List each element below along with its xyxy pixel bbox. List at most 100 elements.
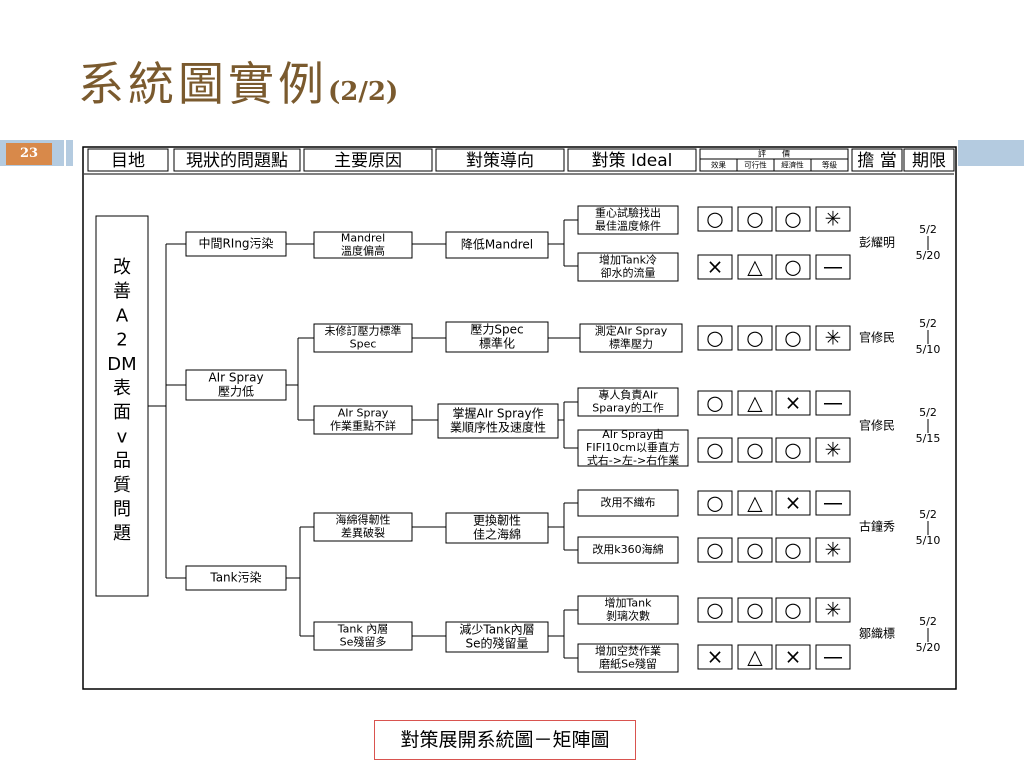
rating-mark: —	[823, 255, 843, 279]
rating-mark: ○	[784, 438, 801, 462]
deadline-start: 5/2	[919, 508, 937, 521]
cause-2-text: AIr Spray	[338, 407, 389, 420]
rating-cell	[815, 537, 851, 563]
cause-3-text: 差異破裂	[341, 526, 385, 540]
header-cause	[303, 148, 433, 172]
header-owner	[851, 148, 903, 172]
rating-cell	[737, 537, 773, 563]
rating-mark: ✳	[825, 598, 842, 622]
rating-cell	[737, 490, 773, 516]
direction-3-text: 佳之海綿	[473, 527, 521, 542]
rating-mark: ×	[785, 491, 802, 515]
cause-1-text: 未修訂壓力標準	[325, 324, 402, 338]
rating-mark: △	[747, 255, 763, 279]
rating-mark: ✳	[825, 438, 842, 462]
deadline-end: 5/20	[916, 641, 941, 654]
cause-3-text: 海綿得韌性	[336, 513, 391, 527]
goal-char: 面	[113, 402, 131, 423]
goal-char: 表	[113, 378, 131, 399]
deadline-end: 5/10	[916, 343, 941, 356]
ideal-3-text: Sparay的工作	[592, 401, 663, 415]
rating-cell	[775, 537, 811, 563]
direction-box	[445, 621, 549, 653]
header-direction	[435, 148, 565, 172]
rating-mark: —	[823, 645, 843, 669]
cause-box	[313, 512, 413, 542]
rating-cell	[775, 206, 811, 232]
direction-box	[445, 321, 549, 353]
deadline-start: 5/2	[919, 223, 937, 236]
problem-0-text: 中間RIng污染	[198, 236, 273, 251]
owner-name: 彭耀明	[859, 236, 895, 250]
problem-box	[185, 565, 287, 591]
rating-cell	[697, 325, 733, 351]
header-band-tick	[66, 140, 73, 166]
rating-mark: ○	[784, 207, 801, 231]
rating-mark: ○	[706, 207, 723, 231]
rating-cell	[737, 325, 773, 351]
rating-cell	[737, 644, 773, 670]
owner-name: 鄒織標	[859, 627, 895, 641]
ideal-7-text: 剝璃次數	[606, 609, 650, 623]
rating-mark: —	[823, 391, 843, 415]
goal-char: DM	[107, 354, 136, 375]
header-ideal-label: 對策 Ideal	[592, 151, 673, 171]
rating-mark: ×	[707, 645, 724, 669]
header-eval-sub-label: 等級	[822, 160, 837, 170]
owner-name: 官修民	[859, 330, 895, 345]
rating-mark: ○	[706, 438, 723, 462]
deadline-start: 5/2	[919, 615, 937, 628]
deadline-end: 5/20	[916, 249, 941, 262]
rating-cell	[775, 644, 811, 670]
rating-mark: ○	[784, 538, 801, 562]
goal-char: 2	[116, 330, 127, 351]
header-ideal	[567, 148, 697, 172]
rating-cell	[815, 325, 851, 351]
slide-title-main: 系統圖實例	[78, 57, 328, 111]
problem-1-text: 壓力低	[218, 385, 254, 399]
rating-mark: ○	[746, 438, 763, 462]
goal-char: A	[116, 305, 129, 326]
owner-name: 官修民	[859, 418, 895, 433]
direction-4-text: 減少Tank內層	[459, 622, 534, 637]
rating-cell	[815, 254, 851, 280]
header-owner-label: 擔 當	[857, 151, 896, 171]
rating-mark: ✳	[825, 538, 842, 562]
rating-cell	[775, 490, 811, 516]
rating-mark: ×	[707, 255, 724, 279]
rating-cell	[815, 644, 851, 670]
direction-2-text: 業順序性及速度性	[450, 420, 546, 435]
ideal-box	[577, 643, 679, 673]
rating-cell	[697, 437, 733, 463]
header-cause-label: 主要原因	[334, 151, 402, 171]
goal-char: 改	[113, 257, 131, 278]
rating-cell	[697, 390, 733, 416]
rating-mark: ○	[746, 207, 763, 231]
rating-cell	[737, 206, 773, 232]
goal-char: 善	[113, 281, 131, 302]
rating-mark: ○	[784, 598, 801, 622]
direction-3-text: 更換韌性	[473, 513, 521, 528]
ideal-5-text: 改用不織布	[601, 495, 656, 509]
rating-cell	[775, 437, 811, 463]
rating-mark: ○	[706, 598, 723, 622]
rating-cell	[697, 644, 733, 670]
goal-char: v	[117, 426, 128, 447]
ideal-8-text: 磨紙Se殘留	[599, 657, 657, 671]
rating-mark: ×	[785, 391, 802, 415]
ideal-box	[577, 205, 679, 235]
rating-cell	[815, 490, 851, 516]
deadline-start: 5/2	[919, 317, 937, 330]
owner-name: 古鐘秀	[859, 519, 895, 534]
ideal-8-text: 增加空焚作業	[595, 644, 661, 658]
rating-cell	[697, 597, 733, 623]
problem-box	[185, 231, 287, 257]
rating-mark: ○	[706, 491, 723, 515]
rating-mark: ○	[746, 598, 763, 622]
rating-mark: ○	[746, 326, 763, 350]
direction-box	[445, 512, 549, 544]
ideal-6-text: 改用k360海綿	[592, 542, 663, 556]
cause-4-text: Se殘留多	[340, 635, 387, 649]
ideal-2-text: 標準壓力	[609, 337, 653, 351]
